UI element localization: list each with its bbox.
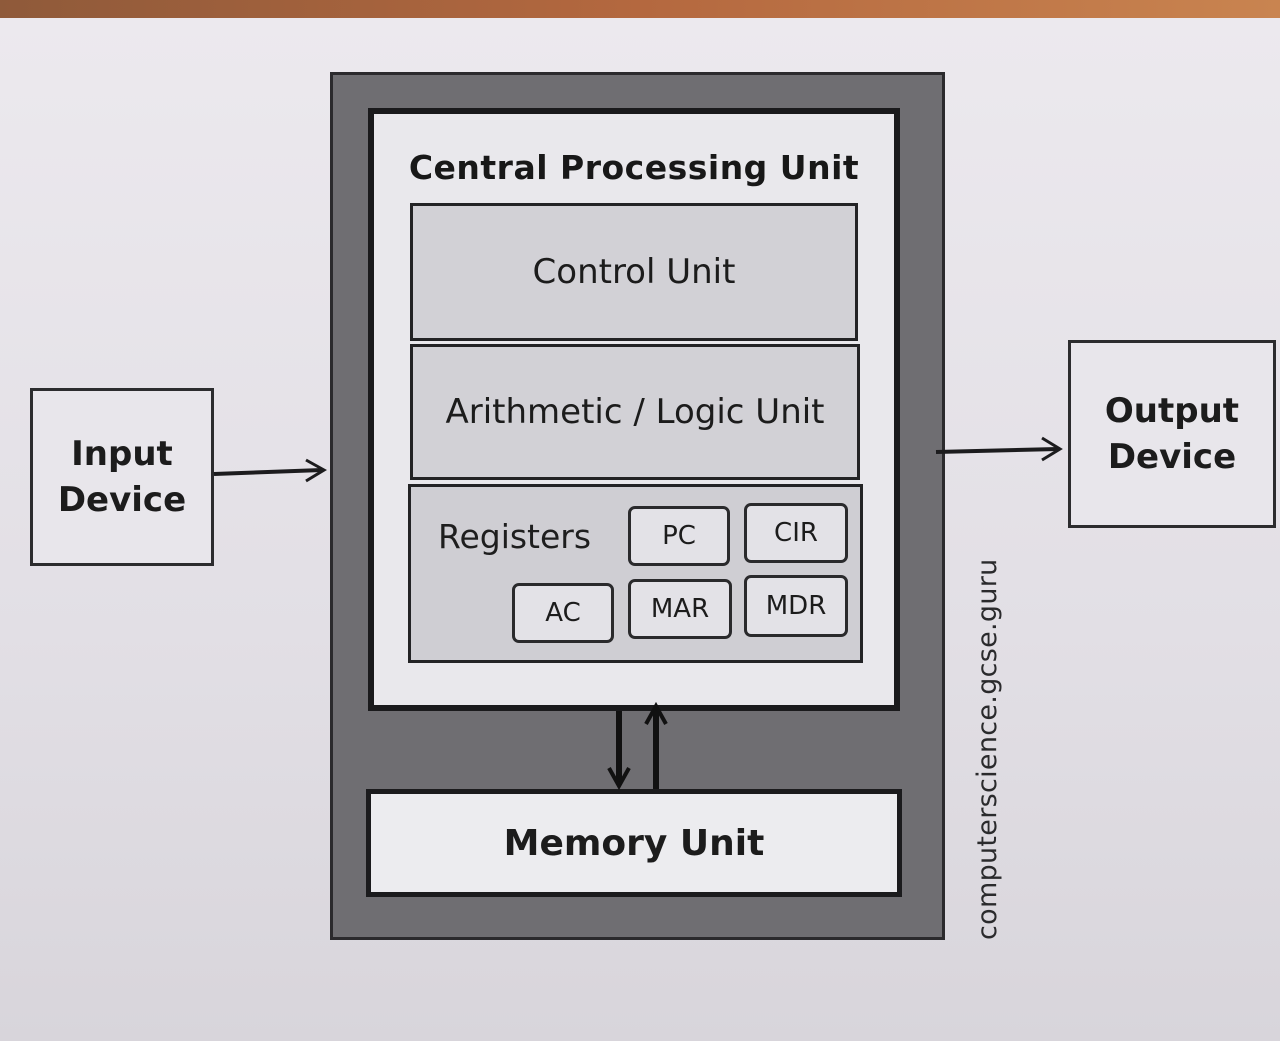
- register-mar: MAR: [628, 579, 732, 639]
- register-pc-label: PC: [662, 521, 696, 551]
- register-cir: CIR: [744, 503, 848, 563]
- register-ac: AC: [512, 583, 614, 643]
- alu-label: Arithmetic / Logic Unit: [445, 392, 825, 432]
- output-device-line-2: Device: [1107, 437, 1237, 477]
- output-device-line-1: Output: [1104, 391, 1240, 431]
- memory-unit-label: Memory Unit: [503, 822, 765, 864]
- register-pc: PC: [628, 506, 730, 566]
- register-mdr: MDR: [744, 575, 848, 637]
- memory-unit-box: Memory Unit: [366, 789, 902, 897]
- input-device-box: Input Device: [30, 388, 214, 566]
- register-cir-label: CIR: [774, 518, 818, 548]
- input-device-label: Input Device: [58, 431, 186, 523]
- alu-box: Arithmetic / Logic Unit: [410, 344, 860, 480]
- output-device-label: Output Device: [1105, 388, 1239, 480]
- control-unit-label: Control Unit: [532, 252, 736, 292]
- input-device-line-2: Device: [57, 480, 187, 520]
- register-mdr-label: MDR: [765, 591, 827, 621]
- input-device-line-1: Input: [71, 434, 173, 474]
- output-device-box: Output Device: [1068, 340, 1276, 528]
- register-ac-label: AC: [545, 598, 581, 628]
- register-mar-label: MAR: [650, 594, 710, 624]
- watermark-text: computerscience.gcse.guru: [972, 558, 1003, 940]
- cpu-title: Central Processing Unit: [408, 148, 860, 187]
- control-unit-box: Control Unit: [410, 203, 858, 341]
- registers-label: Registers: [438, 517, 592, 556]
